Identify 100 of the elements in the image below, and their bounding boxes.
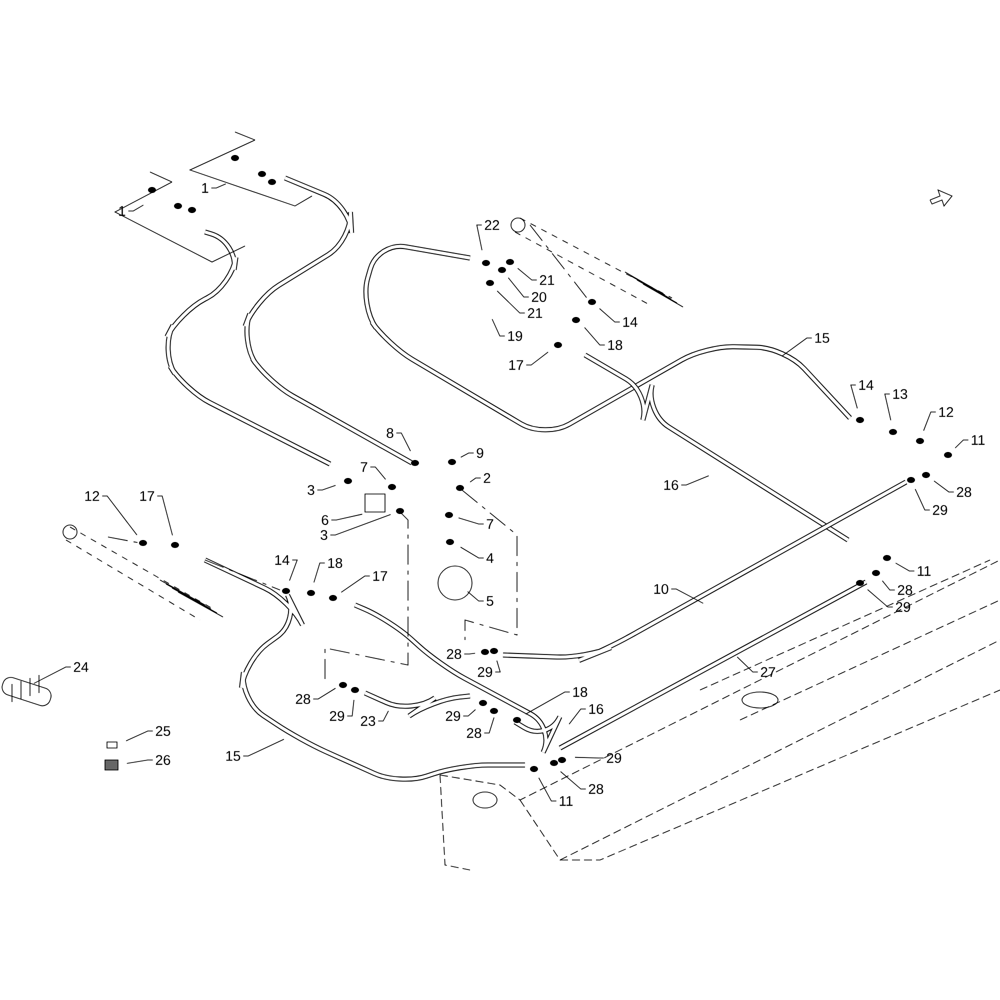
callout-number: 18 <box>573 687 588 697</box>
leader-line <box>884 394 892 421</box>
callout-number: 3 <box>308 485 314 495</box>
callout-number: 17 <box>140 491 154 501</box>
callout-number: 7 <box>486 519 494 529</box>
leader-line <box>923 412 936 432</box>
callout-number: 17 <box>373 571 388 581</box>
callout-number: 29 <box>932 505 948 515</box>
callout-number: 24 <box>74 662 88 672</box>
callout-number: 11 <box>918 566 931 576</box>
leader-line <box>574 756 604 758</box>
leader-line <box>895 562 915 572</box>
leader-line <box>370 466 386 480</box>
leader-line <box>126 730 154 742</box>
callout-number: 11 <box>972 435 985 445</box>
callout-number: 17 <box>509 360 524 370</box>
callout-number: 9 <box>476 448 484 458</box>
leader-line <box>458 518 484 524</box>
callout-number: 15 <box>815 333 830 343</box>
callout-number: 21 <box>528 308 542 318</box>
callout-number: 3 <box>320 530 328 540</box>
leader-line <box>312 688 336 700</box>
callout-number: 29 <box>478 667 492 677</box>
leader-line <box>680 475 710 486</box>
callout-number: 14 <box>623 317 638 327</box>
leader-line <box>492 318 506 336</box>
callout-number: 6 <box>322 515 328 525</box>
leader-line <box>460 546 484 558</box>
callout-number: 1 <box>119 206 126 216</box>
leader-line <box>508 277 530 298</box>
leader-line <box>525 692 570 714</box>
leader-line <box>464 652 476 654</box>
callout-number: 22 <box>484 220 500 230</box>
callout-number: 10 <box>654 584 668 594</box>
leader-line <box>496 290 526 314</box>
leader-line <box>882 580 896 590</box>
leader-line <box>560 771 586 790</box>
callout-number: 28 <box>956 487 972 497</box>
callout-number: 5 <box>486 596 494 606</box>
callout-number: 20 <box>532 292 546 302</box>
leader-line <box>867 589 894 608</box>
callout-number: 7 <box>360 462 368 472</box>
callout-number: 28 <box>466 728 482 738</box>
callout-number: 27 <box>760 667 776 677</box>
leader-line <box>467 591 484 602</box>
callout-number: 1 <box>202 183 208 193</box>
leader-line <box>289 560 298 582</box>
callout-number: 4 <box>486 553 494 563</box>
leader-line <box>378 710 389 722</box>
callout-number: 18 <box>328 558 342 568</box>
leader-line <box>128 204 144 212</box>
leader-line <box>736 656 758 672</box>
callout-number: 26 <box>156 755 170 765</box>
callout-number: 29 <box>606 753 622 763</box>
callout-number: 12 <box>939 407 954 417</box>
leader-line <box>346 700 354 716</box>
leader-line <box>914 488 930 510</box>
leader-line <box>330 514 363 520</box>
callout-number: 14 <box>859 380 874 390</box>
callout-number: 18 <box>608 340 622 350</box>
callout-number: 29 <box>446 711 460 721</box>
callout-number: 28 <box>588 784 604 794</box>
leader-line <box>476 224 482 251</box>
callout-number: 29 <box>330 711 344 721</box>
leader-line <box>484 717 494 734</box>
callout-number: 28 <box>446 649 462 659</box>
leader-line <box>954 440 969 448</box>
leader-line <box>340 576 370 593</box>
callout-number: 25 <box>156 726 170 736</box>
leader-line <box>34 666 72 684</box>
leader-line <box>494 660 501 672</box>
callout-number: 16 <box>589 704 604 714</box>
leader-line <box>670 588 704 604</box>
callout-number: 21 <box>540 275 554 285</box>
callout-number: 28 <box>898 585 912 595</box>
leader-line <box>396 432 411 452</box>
leader-line <box>330 514 392 536</box>
leader-line <box>470 478 482 482</box>
callout-number: 23 <box>360 716 376 726</box>
callout-number: 13 <box>893 389 908 399</box>
leader-line <box>538 777 557 802</box>
leader-line <box>156 496 173 536</box>
callout-number: 15 <box>226 751 240 761</box>
leader-line <box>126 760 154 764</box>
callout-number: 29 <box>896 602 910 612</box>
leader-line <box>599 308 620 322</box>
leader-line <box>314 562 326 583</box>
leader-line <box>782 338 812 356</box>
leader-line <box>242 738 284 756</box>
callout-number: 19 <box>508 331 522 341</box>
leader-line <box>316 484 336 490</box>
callout-number: 12 <box>85 491 100 501</box>
callout-number: 8 <box>386 428 394 438</box>
leader-line <box>460 452 474 458</box>
callout-number: 14 <box>275 555 290 565</box>
callout-number: 11 <box>560 796 573 806</box>
leader-line <box>210 184 226 188</box>
leader-line <box>934 480 954 492</box>
leader-line <box>526 352 548 366</box>
leader-line <box>462 709 476 716</box>
